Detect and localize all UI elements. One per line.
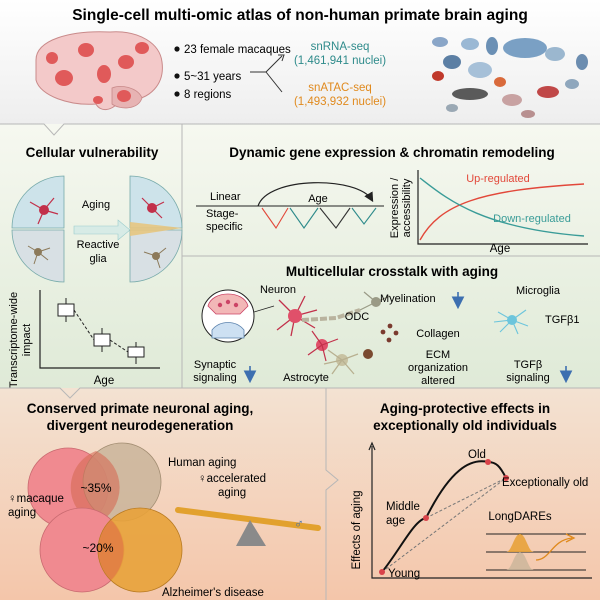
fork-connector [250,55,283,93]
dynamics-ylabel-1: Expression / [389,177,401,238]
macaque-aging-label-2: aging [8,507,36,519]
neuron-label: Neuron [260,284,296,296]
bottom-divider [325,388,339,600]
aging-label: Aging [82,199,110,211]
up-regulated-label: Up-regulated [466,173,530,185]
snatac-seq-count: (1,493,932 nuclei) [294,96,386,108]
down-regulated-label: Down-regulated [493,213,571,225]
dynamics-xlabel: Age [490,243,510,255]
aging-curve [381,460,507,573]
umap-plot [432,37,588,118]
exceptionally-old-label: Exceptionally old [502,477,588,489]
alzheimers-label: Alzheimer's disease [162,587,264,599]
synaptic-label-2: signaling [193,372,236,384]
astrocyte-label: Astrocyte [283,372,329,384]
microglia-cell [493,309,529,335]
male-symbol: ♂ [294,516,304,531]
old-label: Old [468,449,486,461]
collagen-dots [380,323,399,343]
stage-specific-label-2: specific [206,221,243,233]
transcriptome-impact-chart: Transcriptome-wide impact Age [8,290,160,388]
linear-label: Linear [210,191,241,203]
brain-illustration [35,31,163,110]
bullet-dot [174,46,180,52]
snatac-seq-label: snATAC-seq [308,82,371,94]
tgfb1-label: TGFβ1 [545,314,579,326]
vulnerability-title: Cellular vulnerability [26,145,159,160]
stage-specific-label-1: Stage- [206,208,239,220]
synaptic-label-1: Synaptic [194,359,237,371]
venn-human-macaque [27,442,162,529]
accelerated-aging-label-1: ♀accelerated [198,473,266,485]
seesaw-illustration [175,507,321,546]
ecm-label-2: organization [408,362,468,374]
cell-quadrant-young [11,175,65,283]
microglia-label: Microglia [516,285,561,297]
cohort-macaques: 23 female macaques [184,44,291,56]
expression-curve-chart: Expression / accessibility Up-regulated … [389,170,588,255]
snrna-seq-count: (1,461,941 nuclei) [294,55,386,67]
protective-title-1: Aging-protective effects in [380,401,550,416]
neuron-cell [276,295,361,362]
protective-ylabel: Effects of aging [351,490,363,569]
young-point [379,569,385,575]
overlap-human-pct: ~35% [80,481,111,495]
vulnerability-ylabel-2: impact [21,324,33,356]
bullet-dot [174,91,180,97]
cohort-regions: 8 regions [184,89,232,101]
macaque-aging-label-1: ♀macaque [8,493,64,505]
cohort-age-range: 5~31 years [184,71,241,83]
accelerated-aging-label-2: aging [218,487,246,499]
old-point [485,459,491,465]
bullet-dot [174,73,180,79]
overlap-ad-pct: ~20% [82,541,113,555]
dynamics-ylabel-2: accessibility [401,178,413,237]
reactive-glia-label-2: glia [89,253,107,265]
aging-trajectory-chart: Effects of aging [351,441,592,579]
dynamics-age-label: Age [308,193,328,205]
down-regulated-curve [419,177,585,237]
longdares-label: LongDAREs [488,511,552,523]
middle-panel-pointer [0,387,600,399]
young-label: Young [388,568,420,580]
dynamics-title: Dynamic gene expression & chromatin remo… [229,145,555,160]
myelination-label: Myelination [380,293,436,305]
venn-macaque-ad [39,507,183,593]
protective-title-2: exceptionally old individuals [373,418,557,433]
ecm-label-1: ECM [426,349,450,361]
conserved-title-1: Conserved primate neuronal aging, [27,401,254,416]
aging-arrow [73,219,131,241]
middle-age-label-1: Middle [386,501,420,513]
middle-age-point [423,515,429,521]
astrocyte-cell [323,349,373,375]
reactive-glia-label-1: Reactive [77,239,120,251]
crosstalk-title: Multicellular crosstalk with aging [286,264,498,279]
collagen-label: Collagen [416,328,459,340]
cell-quadrant-aged [129,175,183,283]
middle-age-label-2: age [386,515,405,527]
up-regulated-curve [419,183,585,241]
exceptionally-old-point [503,475,509,481]
conserved-title-2: divergent neurodegeneration [47,418,234,433]
tgfb-signaling-label-1: TGFβ [514,359,542,371]
odc-cell [359,291,391,311]
tgfb-signaling-label-2: signaling [506,372,549,384]
longdares-tracks [486,533,586,571]
main-title: Single-cell multi-omic atlas of non-huma… [72,7,528,24]
synapse-inset [201,289,275,343]
ecm-label-3: altered [421,375,455,387]
vulnerability-xlabel: Age [94,375,114,387]
snrna-seq-label: snRNA-seq [311,41,370,53]
top-panel-pointer [0,123,600,136]
odc-label: ODC [345,311,370,323]
human-aging-label: Human aging [168,457,236,469]
trajectory-schematic: Linear Stage- specific Age [196,182,384,233]
vulnerability-ylabel-1: Transcriptome-wide [8,292,20,388]
